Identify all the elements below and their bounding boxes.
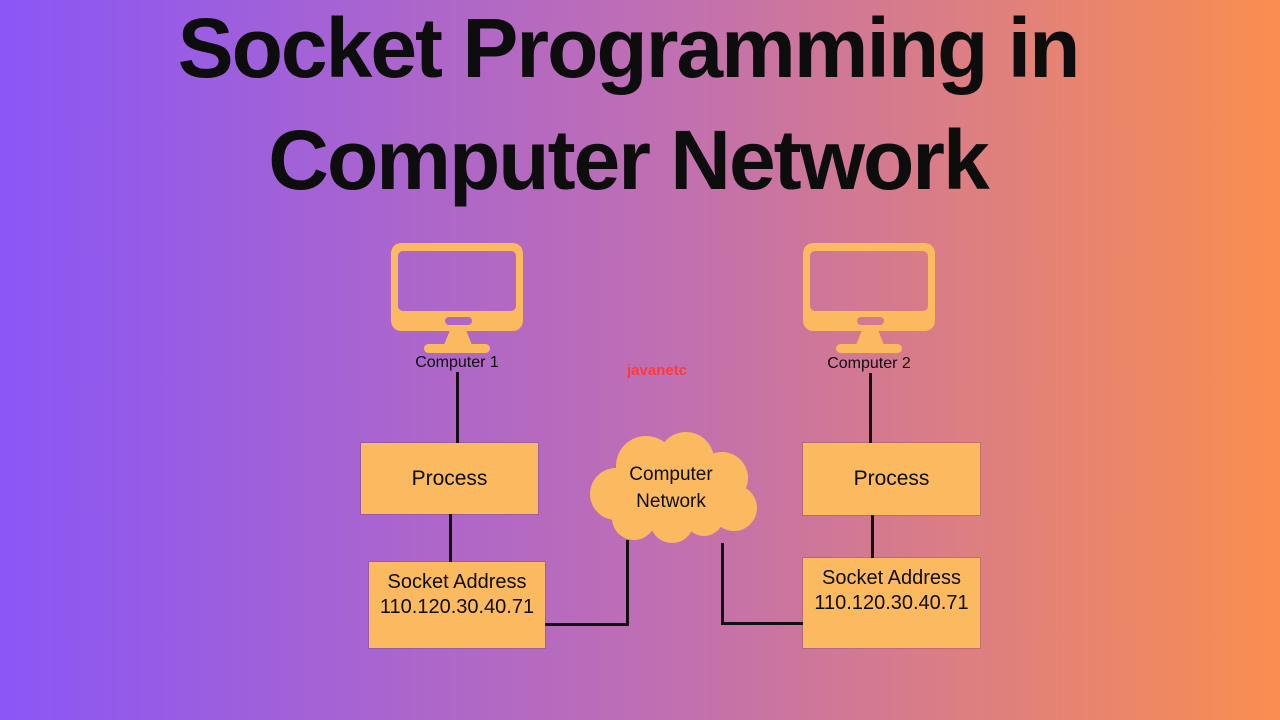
process2-label: Process: [853, 467, 930, 490]
connector-process1-socket1: [449, 514, 452, 562]
process2-box: Process: [803, 443, 980, 515]
page-title-line1: Socket Programming in: [177, 1, 1081, 95]
socket2-box: Socket Address 110.120.30.40.71: [803, 558, 980, 648]
socket1-box: Socket Address 110.120.30.40.71: [369, 562, 545, 648]
computer1-label: Computer 1: [415, 354, 499, 371]
network-cloud: Computer Network: [582, 428, 760, 546]
computer2-label: Computer 2: [827, 355, 911, 372]
connector-computer2-process2: [869, 373, 872, 443]
cloud-icon: [590, 432, 757, 543]
socket1-address: 110.120.30.40.71: [379, 596, 535, 618]
connector-process2-socket2: [871, 515, 874, 558]
watermark-text: javanetc: [627, 362, 688, 379]
connector-socket2-cloud-horizontal: [721, 622, 803, 625]
socket2-title: Socket Address: [822, 567, 961, 589]
socket1-title: Socket Address: [387, 571, 527, 593]
computer1-monitor-icon: [391, 243, 523, 360]
connector-computer1-process1: [456, 372, 459, 443]
process1-label: Process: [411, 466, 488, 490]
connector-socket2-cloud-vertical: [721, 543, 724, 625]
cloud-label: Computer Network: [582, 461, 760, 515]
connector-socket1-cloud-horizontal: [545, 623, 629, 626]
page-title: Socket Programming in Computer Network: [0, 0, 1268, 216]
cloud-label-line2: Network: [636, 491, 706, 512]
connector-socket1-cloud-vertical: [626, 540, 629, 626]
cloud-label-line1: Computer: [629, 464, 713, 485]
process1-box: Process: [361, 443, 538, 514]
computer2-monitor-icon: [803, 243, 935, 360]
page-title-line2: Computer Network: [268, 113, 989, 207]
socket2-address: 110.120.30.40.71: [814, 592, 969, 614]
